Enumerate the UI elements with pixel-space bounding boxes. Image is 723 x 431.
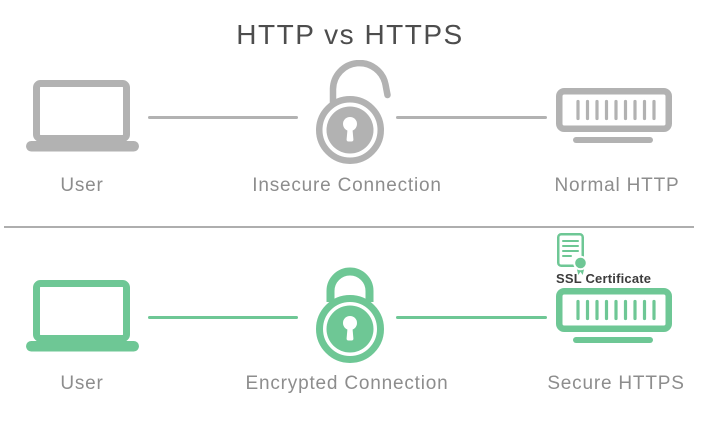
padlock-shackle-closed — [326, 267, 374, 302]
server-label: Secure HTTPS — [547, 373, 685, 394]
keyhole-circle — [343, 316, 357, 330]
keyhole-stem — [346, 126, 354, 142]
certificate-text-lines — [562, 240, 579, 257]
connection-line-right — [396, 116, 547, 119]
padlock-shackle-open — [329, 60, 391, 108]
server-icon — [552, 284, 678, 346]
connection-line-left — [148, 316, 298, 319]
laptop-icon — [26, 276, 139, 353]
server-icon — [552, 84, 678, 146]
keyhole-stem — [346, 325, 354, 341]
ssl-certificate-icon — [557, 233, 588, 275]
user-label: User — [60, 175, 104, 196]
server-label: Normal HTTP — [554, 175, 680, 196]
connection-label: Encrypted Connection — [245, 373, 449, 394]
row-divider — [4, 226, 694, 228]
keyhole-circle — [343, 117, 357, 131]
connection-label: Insecure Connection — [252, 175, 442, 196]
laptop-icon — [26, 76, 139, 153]
user-label: User — [60, 373, 104, 394]
certificate-seal — [573, 255, 588, 271]
connection-line-left — [148, 116, 298, 119]
diagram-title: HTTP vs HTTPS — [236, 19, 464, 50]
ssl-certificate-label: SSL Certificate — [556, 271, 652, 286]
open-padlock-icon — [316, 60, 391, 164]
certificate-document — [557, 233, 584, 267]
connection-line-right — [396, 316, 547, 319]
closed-padlock-icon — [316, 267, 384, 363]
